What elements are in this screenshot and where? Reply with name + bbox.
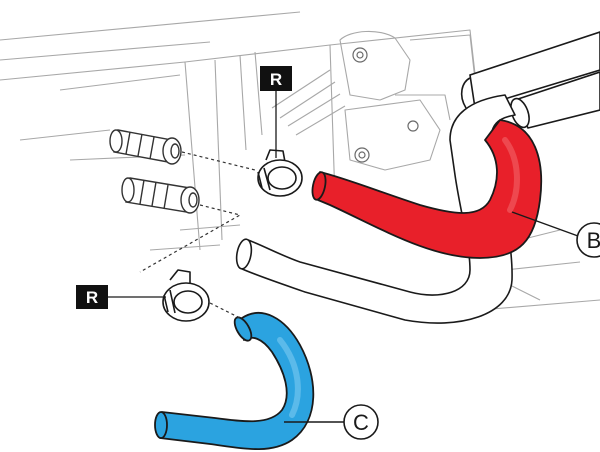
hose-c-highlight: [277, 337, 301, 418]
reuse-label-top-text: R: [270, 70, 282, 89]
metal-pipe: [460, 31, 600, 129]
reuse-label-left: R: [76, 285, 166, 309]
hose-c: [154, 312, 315, 451]
pipe-nipples: [109, 129, 200, 214]
clamp-lower: [162, 269, 210, 322]
engine-bolts: [352, 47, 419, 163]
callout-b: B: [511, 211, 600, 258]
reuse-label-left-text: R: [86, 288, 98, 307]
clamp-upper: [257, 149, 303, 197]
hose-b-highlight: [502, 137, 520, 213]
pipe-nipple-lower: [121, 177, 200, 214]
callout-c: C: [284, 404, 379, 440]
hose-b-end: [311, 171, 327, 201]
callout-c-text: C: [353, 410, 369, 435]
hose-b-body: [317, 119, 543, 259]
hose-c-end-bottom: [154, 411, 168, 439]
alignment-line-lower: [139, 204, 242, 273]
reuse-label-top: R: [260, 66, 292, 158]
hose-b: [311, 119, 543, 259]
hose-c-body: [159, 312, 315, 451]
alignment-line-upper: [181, 151, 256, 171]
hose-c-end-top: [233, 316, 253, 342]
pipe-nipple-upper: [109, 129, 182, 165]
callout-b-text: B: [587, 228, 600, 253]
background-structure: [0, 11, 600, 311]
alignment-lines: [139, 151, 256, 319]
alignment-line-clamp: [209, 302, 241, 319]
